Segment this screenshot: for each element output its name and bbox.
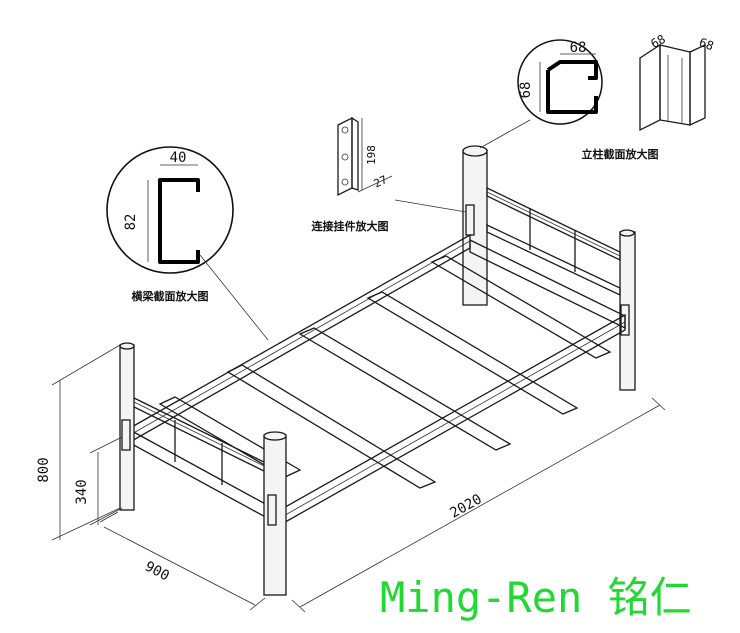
post-dim-width: 68 [570,40,587,56]
connector-dim-height: 198 [365,145,378,165]
connector-detail: 198 27 连接挂件放大图 [312,116,467,233]
connector-caption: 连接挂件放大图 [312,219,389,233]
dimension-height-total: 800 [36,344,121,541]
connector-dim-width: 27 [372,173,390,190]
post-iso-dim-b: 68 [697,35,715,53]
dimension-height-rail: 340 [74,436,123,526]
beam-c-profile [158,178,200,264]
beam-section-detail: 40 82 横梁截面放大图 [106,146,269,341]
slats [158,255,612,489]
post-back-right [619,231,636,391]
post-caption: 立柱截面放大图 [582,147,659,161]
beam-caption: 横梁截面放大图 [132,289,209,303]
dim-2020-label: 2020 [447,491,484,521]
post-back-left [462,149,488,306]
dimension-width: 900 [99,511,266,611]
bed-frame [119,145,636,596]
dim-340-label: 340 [74,479,90,504]
dim-900-label: 900 [142,558,172,584]
post-profile [546,60,598,114]
beam-dim-height: 82 [123,214,139,231]
head-panel [486,186,621,297]
beam-dim-width: 40 [170,150,187,166]
post-dim-height: 68 [518,82,534,99]
post-front-right [263,434,287,596]
brand-watermark: Ming-Ren 铭仁 [380,573,692,622]
post-iso-dim-a: 68 [648,32,667,51]
dim-800-label: 800 [36,457,52,482]
post-section-detail: 68 68 68 68 立柱截面放大图 [479,32,716,161]
